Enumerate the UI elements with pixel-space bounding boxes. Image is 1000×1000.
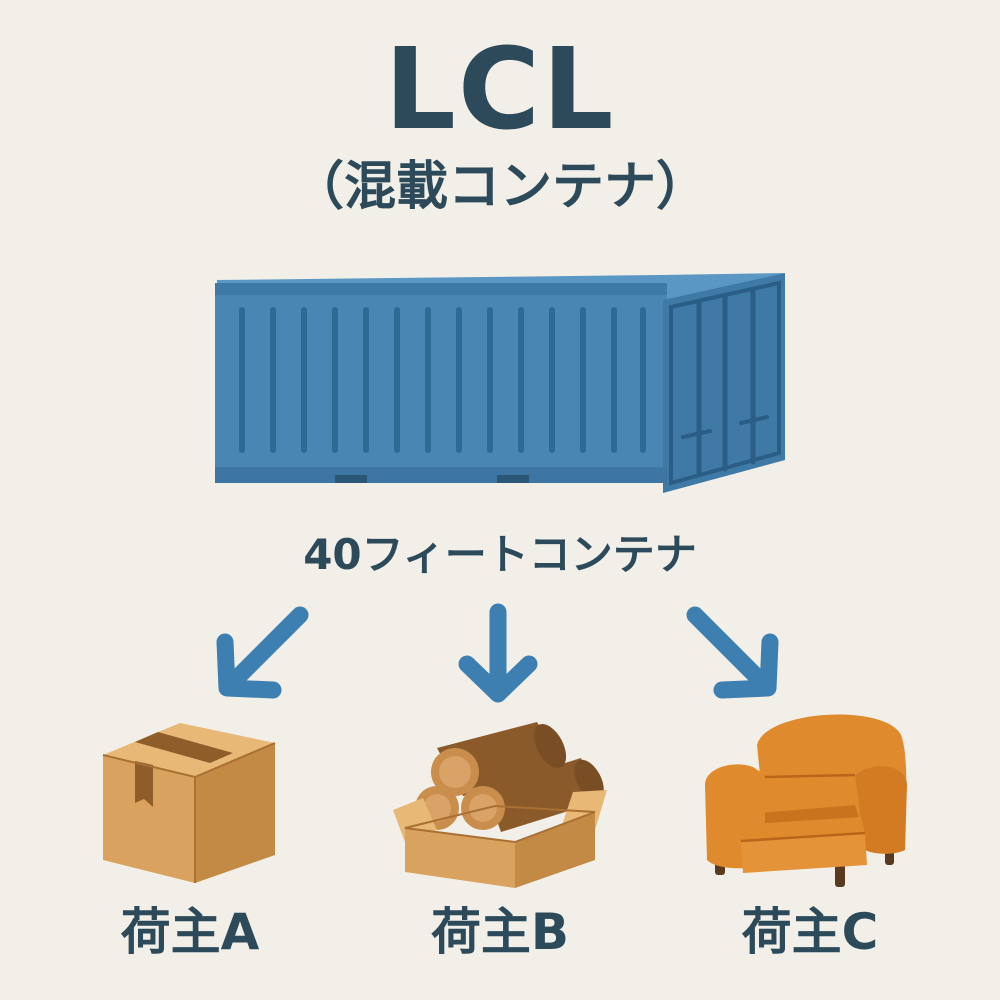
shipper-c-label: 荷主C [741,903,879,961]
arrow-to-shipper-c [686,606,779,699]
container-label: 40フィートコンテナ [303,530,697,579]
arrow-to-shipper-a [216,606,309,699]
shipper-b-label: 荷主B [430,903,570,961]
page-title: LCL [384,25,616,155]
shipper-a-label: 荷主A [120,903,260,961]
cardboard-box-icon [102,723,276,883]
page-subtitle: （混載コンテナ） [291,157,708,217]
box-of-logs-icon [393,722,607,888]
shipping-container-icon [215,273,785,493]
armchair-icon [705,714,907,887]
arrow-to-shipper-b [458,603,538,703]
